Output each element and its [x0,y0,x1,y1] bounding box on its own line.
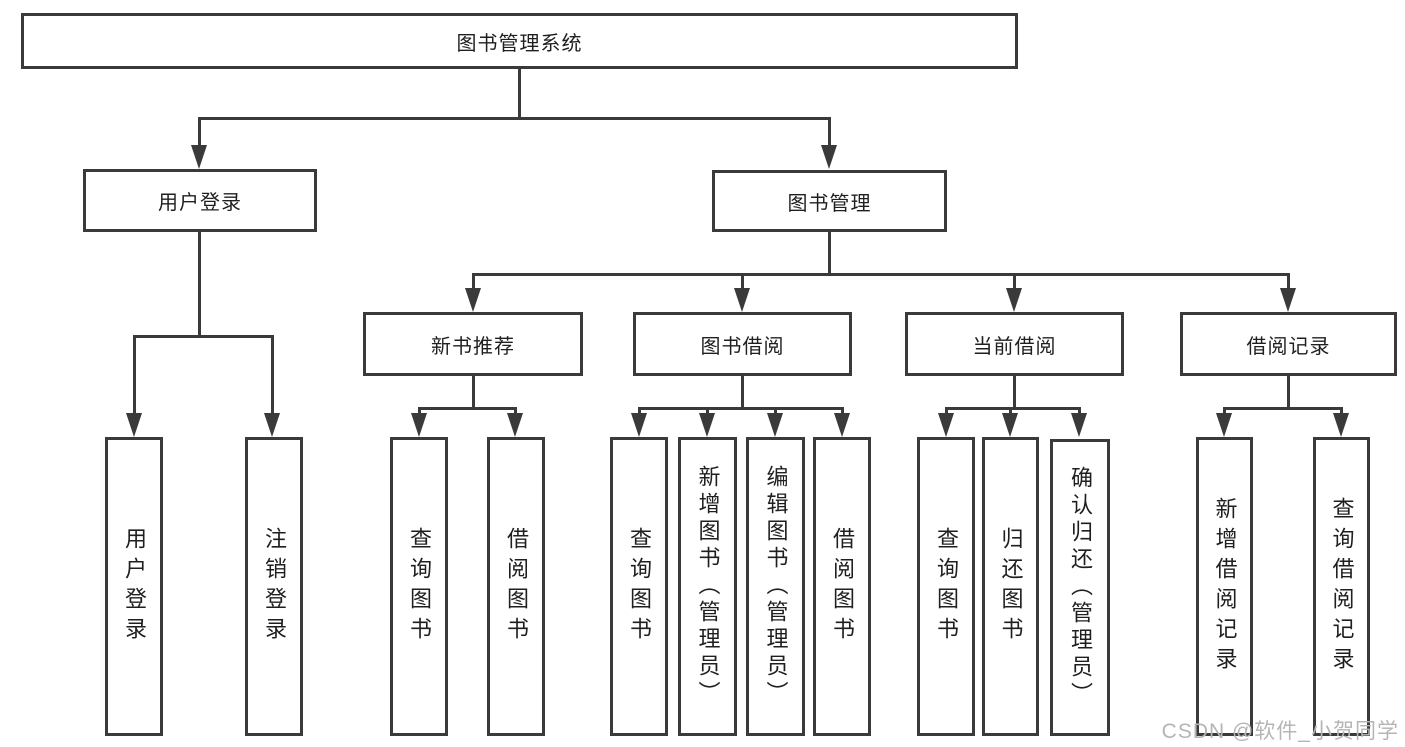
leaf-bb-query-books-label: 查询图书 [627,526,652,647]
leaf-bb-edit-books-admin-label: 编辑图书（管理员） [763,465,789,708]
arrowhead-leaf-logout [264,413,280,437]
arrowhead-user-login [191,145,207,169]
connector-level1-rail [198,117,831,120]
connector-new-book-recommend-rail [418,407,517,410]
arrowhead-cb-confirm [1071,413,1087,437]
connector-to-current-borrowing [1013,273,1016,291]
node-user-login: 用户登录 [83,169,317,232]
leaf-cb-query-books: 查询图书 [917,437,975,736]
arrowhead-cb-return [1002,413,1018,437]
leaf-bb-add-books-admin-label: 新增图书（管理员） [695,465,721,708]
node-user-login-label: 用户登录 [158,192,242,214]
connector-level3-rail [472,273,1290,276]
connector-current-borrowing-stem [1013,376,1016,407]
connector-borrowing-records-rail [1223,407,1343,410]
arrowhead-new-book-recommend [465,288,481,312]
node-borrowing-records: 借阅记录 [1180,312,1397,376]
connector-to-bb-add [706,407,709,415]
node-new-book-recommend-label: 新书推荐 [431,335,515,358]
arrowhead-cb-query [938,413,954,437]
connector-root-stem [518,69,521,117]
csdn-watermark: CSDN @软件_小贺同学 [1161,720,1399,743]
arrowhead-bb-add [699,413,715,437]
connector-user-login-stem [198,232,201,335]
connector-to-br-query [1340,407,1343,415]
connector-book-management-stem [828,232,831,273]
connector-to-cb-confirm [1078,407,1081,415]
arrowhead-rec-borrow [507,413,523,437]
leaf-cb-confirm-return-admin-label: 确认归还（管理员） [1068,466,1093,709]
leaf-cb-return-books: 归还图书 [982,437,1039,736]
connector-to-cb-return [1009,407,1012,415]
node-root-system-label: 图书管理系统 [456,32,583,55]
leaf-logout-label: 注销登录 [262,526,287,647]
leaf-rec-borrow-books: 借阅图书 [487,437,545,736]
arrowhead-br-add [1216,413,1232,437]
node-book-management: 图书管理 [712,170,947,232]
connector-borrowing-records-stem [1287,376,1290,407]
node-current-borrowing-label: 当前借阅 [972,335,1057,358]
arrowhead-book-borrowing [734,288,750,312]
connector-to-bb-query [638,407,641,415]
leaf-cb-return-books-label: 归还图书 [998,526,1024,647]
leaf-br-add-record-label: 新增借阅记录 [1212,496,1238,677]
connector-to-rec-query [418,407,421,415]
leaf-br-query-record: 查询借阅记录 [1313,437,1370,736]
leaf-rec-query-books: 查询图书 [390,437,448,736]
node-book-borrowing: 图书借阅 [633,312,852,376]
connector-book-borrowing-stem [741,376,744,407]
arrowhead-leaf-user-login [126,413,142,437]
connector-to-book-management [828,117,831,147]
connector-to-leaf-user-login [133,335,136,414]
connector-to-cb-query [945,407,948,415]
connector-to-borrowing-records [1287,273,1290,291]
connector-user-login-rail [133,335,274,338]
leaf-cb-confirm-return-admin: 确认归还（管理员） [1050,439,1110,736]
connector-to-br-add [1223,407,1226,415]
leaf-bb-edit-books-admin: 编辑图书（管理员） [746,437,805,736]
node-new-book-recommend: 新书推荐 [363,312,583,376]
arrowhead-br-query [1333,413,1349,437]
leaf-rec-query-books-label: 查询图书 [407,526,432,647]
leaf-br-query-record-label: 查询借阅记录 [1329,496,1355,677]
connector-to-user-login [198,117,201,147]
arrowhead-book-management [821,145,837,169]
connector-to-bb-borrow [841,407,844,415]
connector-to-book-borrowing [741,273,744,291]
leaf-bb-query-books: 查询图书 [610,437,668,736]
connector-book-borrowing-rail [638,407,844,410]
node-book-borrowing-label: 图书借阅 [700,335,785,358]
arrowhead-bb-borrow [834,413,850,437]
connector-current-borrowing-rail [945,407,1081,410]
arrowhead-bb-edit [767,413,783,437]
node-borrowing-records-label: 借阅记录 [1246,335,1331,358]
connector-to-leaf-logout [271,335,274,414]
connector-to-new-book-recommend [472,273,475,291]
node-book-management-label: 图书管理 [787,192,872,215]
leaf-bb-borrow-books: 借阅图书 [813,437,871,736]
arrowhead-current-borrowing [1006,288,1022,312]
arrowhead-bb-query [631,413,647,437]
leaf-logout: 注销登录 [245,437,303,736]
connector-to-rec-borrow [514,407,517,415]
arrowhead-borrowing-records [1280,288,1296,312]
leaf-cb-query-books-label: 查询图书 [934,526,959,647]
node-root-system: 图书管理系统 [21,13,1018,69]
arrowhead-rec-query [411,413,427,437]
leaf-rec-borrow-books-label: 借阅图书 [504,526,529,647]
leaf-bb-add-books-admin: 新增图书（管理员） [678,437,737,736]
connector-new-book-recommend-stem [472,376,475,407]
leaf-user-login-label: 用户登录 [122,526,147,647]
node-current-borrowing: 当前借阅 [905,312,1124,376]
leaf-user-login: 用户登录 [105,437,163,736]
connector-to-bb-edit [774,407,777,415]
leaf-bb-borrow-books-label: 借阅图书 [830,526,855,647]
leaf-br-add-record: 新增借阅记录 [1196,437,1253,736]
